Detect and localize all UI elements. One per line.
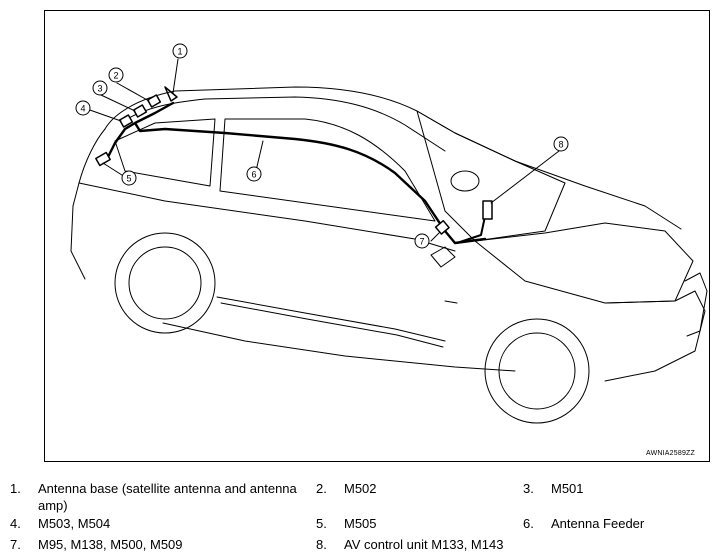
- front-wheel-inner: [498, 332, 576, 410]
- callout-7: 7: [419, 237, 424, 247]
- legend-text: Antenna base (satellite antenna and ante…: [38, 481, 297, 513]
- callout-circle-1: [172, 43, 188, 59]
- connector-m501: [132, 104, 148, 118]
- side-window-front: [219, 118, 436, 222]
- callout-2: 2: [113, 71, 118, 81]
- rear-window: [72, 128, 106, 207]
- connector-m505: [95, 151, 111, 167]
- connector-m503-m504: [118, 114, 134, 128]
- callout-circle-3: [92, 80, 108, 96]
- grille: [684, 272, 708, 337]
- callout-8: 8: [558, 140, 563, 150]
- callout-4: 4: [80, 104, 85, 114]
- legend-text: M95, M138, M500, M509: [38, 537, 183, 552]
- front-wheel-outer: [484, 318, 590, 424]
- av-control-unit: [482, 200, 493, 220]
- leader-3: [100, 94, 136, 112]
- legend: 1. Antenna base (satellite antenna and a…: [0, 476, 720, 560]
- legend-num: 8.: [316, 537, 327, 552]
- callout-circle-8: [553, 136, 569, 152]
- callout-circle-2: [108, 67, 124, 83]
- leader-2: [116, 82, 150, 102]
- rear-wheel-outer: [114, 232, 216, 334]
- front-bumper: [604, 290, 706, 382]
- legend-text: M502: [344, 481, 377, 496]
- leader-5: [102, 162, 126, 178]
- leader-8: [490, 150, 560, 204]
- door-handle: [444, 300, 458, 304]
- connector-m502: [146, 94, 162, 108]
- car-illustration: 1 2 3 4 5 6 7 8: [70, 43, 708, 424]
- figure-code: AWNIA2589ZZ: [645, 450, 695, 457]
- callout-circle-5: [121, 170, 137, 186]
- callout-6: 6: [251, 170, 256, 180]
- callout-circle-7: [414, 233, 430, 249]
- legend-text: Antenna Feeder: [551, 516, 645, 531]
- legend-text: M501: [551, 481, 584, 496]
- legend-text: M503, M504: [38, 516, 111, 531]
- lower-body: [70, 205, 516, 372]
- roof-outline: [104, 86, 682, 230]
- legend-num: 1.: [10, 481, 21, 496]
- vehicle-diagram: 1 2 3 4 5 6 7 8 AWNIA2589ZZ: [44, 10, 710, 462]
- leader-7: [430, 232, 440, 242]
- leader-4: [86, 108, 122, 122]
- rear-wheel-inner: [128, 246, 202, 320]
- legend-num: 2.: [316, 481, 327, 496]
- roof-rail: [126, 96, 446, 152]
- side-mirror: [430, 246, 456, 268]
- legend-num: 3.: [523, 481, 534, 496]
- legend-num: 5.: [316, 516, 327, 531]
- legend-text: AV control unit M133, M143: [344, 537, 504, 552]
- callout-3: 3: [97, 84, 102, 94]
- antenna-base: [164, 86, 178, 102]
- side-crease-2: [220, 302, 444, 348]
- callout-1: 1: [177, 47, 182, 57]
- hood: [474, 222, 694, 304]
- callout-5: 5: [126, 174, 131, 184]
- legend-text: M505: [344, 516, 377, 531]
- body-belt-line: [78, 182, 456, 252]
- steering-wheel: [450, 170, 480, 192]
- connector-7: [434, 219, 450, 235]
- antenna-feeder-cable: [101, 101, 487, 245]
- legend-num: 7.: [10, 537, 21, 552]
- side-crease: [216, 296, 446, 342]
- leader-1: [172, 58, 179, 94]
- side-window-rear: [114, 118, 216, 187]
- callout-circle-4: [75, 100, 91, 116]
- windshield: [416, 110, 566, 242]
- legend-num: 4.: [10, 516, 21, 531]
- callout-circle-6: [246, 166, 262, 182]
- legend-num: 6.: [523, 516, 534, 531]
